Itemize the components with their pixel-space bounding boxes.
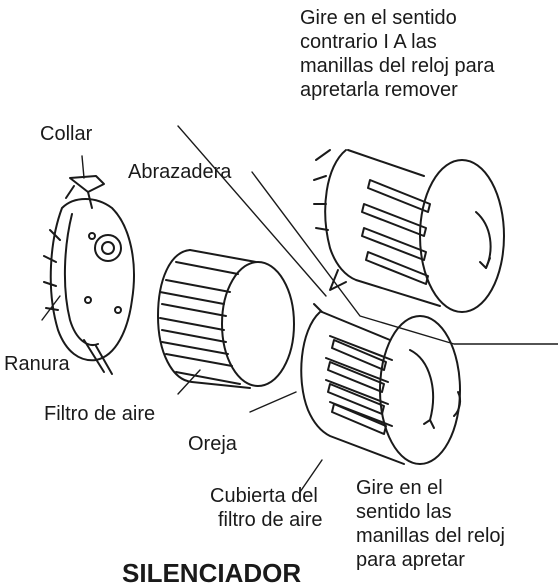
- label-ranura: Ranura: [4, 353, 70, 375]
- label-cubierta-line1: Cubierta del: [210, 485, 318, 507]
- label-abrazadera: Abrazadera: [128, 161, 232, 183]
- instruction-remove-line2: contrario I A las: [300, 31, 437, 53]
- label-collar: Collar: [40, 123, 93, 145]
- air-filter-element: [157, 249, 295, 389]
- label-oreja: Oreja: [188, 433, 237, 455]
- instruction-remove: Gire en el sentido contrario I A las man…: [300, 6, 495, 102]
- instruction-tighten-line2: sentido las: [356, 501, 452, 523]
- leader-lines: [41, 125, 558, 493]
- label-cubierta-line2: filtro de aire: [218, 509, 323, 531]
- instruction-tighten-line1: Gire en el: [356, 477, 443, 499]
- air-filter-cover-bottom: [300, 303, 462, 465]
- instruction-tighten: Gire en el sentido las manillas del relo…: [356, 476, 505, 572]
- instruction-remove-line4: apretarla remover: [300, 79, 458, 101]
- instruction-tighten-line4: para apretar: [356, 549, 465, 571]
- label-filtro-de-aire: Filtro de aire: [44, 403, 156, 425]
- label-cubierta: Cubierta del filtro de aire: [210, 484, 323, 532]
- instruction-remove-line1: Gire en el sentido: [300, 7, 457, 29]
- air-filter-cover-top: [313, 149, 505, 313]
- carburetor-collar-part: [43, 175, 135, 375]
- instruction-tighten-line3: manillas del reloj: [356, 525, 505, 547]
- section-heading: SILENCIADOR: [122, 558, 302, 588]
- instruction-remove-line3: manillas del reloj para: [300, 55, 495, 77]
